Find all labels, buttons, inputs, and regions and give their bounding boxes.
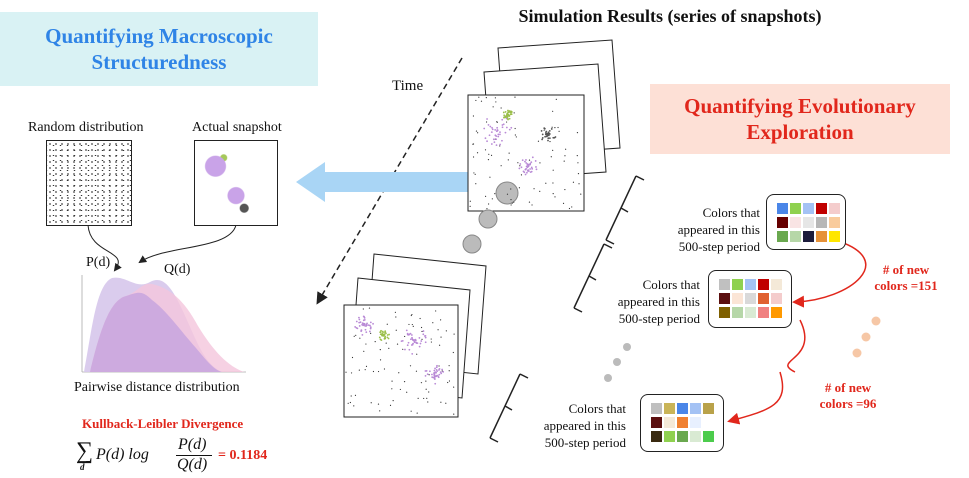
color-swatch	[690, 417, 701, 428]
color-swatch	[790, 217, 801, 228]
new-colors-note-2: # of new colors =96	[819, 380, 877, 411]
comparison-arrow	[296, 162, 470, 202]
color-swatch	[690, 431, 701, 442]
color-swatch	[651, 417, 662, 428]
color-swatch	[816, 231, 827, 242]
color-swatch	[719, 279, 730, 290]
color-swatch	[790, 231, 801, 242]
period-1-text: Colors that appeared in this 500-step pe…	[677, 205, 760, 254]
palette-period-3	[640, 394, 724, 452]
color-swatch	[758, 279, 769, 290]
color-swatch	[664, 417, 675, 428]
progress-ball	[462, 234, 482, 254]
time-label: Time	[392, 78, 424, 94]
color-swatch	[745, 307, 756, 318]
palette-period-2	[708, 270, 792, 328]
color-swatch	[816, 217, 827, 228]
color-swatch	[745, 293, 756, 304]
period-3-text: Colors that appeared in this 500-step pe…	[543, 401, 626, 450]
color-swatch	[703, 431, 714, 442]
random-distribution-image	[46, 140, 132, 226]
kl-formula: ∑ d P(d) log P(d) Q(d) = 0.1184	[76, 436, 268, 473]
kl-value: = 0.1184	[218, 448, 268, 463]
color-swatch	[664, 403, 675, 414]
color-swatch	[803, 217, 814, 228]
color-swatch	[732, 279, 743, 290]
color-swatch	[651, 403, 662, 414]
color-swatch	[664, 431, 675, 442]
color-swatch	[771, 293, 782, 304]
color-swatch	[758, 293, 769, 304]
snapshot-stack-bottom	[343, 253, 487, 418]
color-swatch	[777, 231, 788, 242]
color-swatch	[677, 403, 688, 414]
new-colors-arrow-1	[792, 239, 867, 308]
color-swatch	[829, 231, 840, 242]
color-swatch	[745, 279, 756, 290]
progress-ball	[495, 181, 519, 205]
color-swatch	[777, 217, 788, 228]
new-colors-arrow-2	[727, 371, 784, 425]
pairwise-distance-label: Pairwise distance distribution	[74, 380, 240, 395]
simulation-title: Simulation Results (series of snapshots)	[518, 6, 822, 26]
color-swatch	[719, 307, 730, 318]
kl-divergence-label: Kullback-Leibler Divergence	[82, 416, 244, 431]
color-swatch	[703, 403, 714, 414]
color-swatch	[790, 203, 801, 214]
color-swatch	[816, 203, 827, 214]
color-swatch	[829, 217, 840, 228]
color-swatch	[690, 403, 701, 414]
color-swatch	[771, 307, 782, 318]
p-label: P(d)	[86, 255, 111, 270]
bracket-3	[489, 373, 529, 443]
evo-title: Quantifying Evolutionary Exploration	[684, 94, 916, 144]
palette-period-1	[766, 194, 846, 250]
color-swatch	[703, 417, 714, 428]
color-swatch	[719, 293, 730, 304]
color-swatch	[732, 307, 743, 318]
distance-distribution-chart	[81, 275, 246, 373]
q-label: Q(d)	[164, 262, 191, 277]
new-colors-note-1: # of new colors =151	[874, 262, 938, 293]
color-swatch	[803, 203, 814, 214]
color-swatch	[803, 231, 814, 242]
color-swatch	[758, 307, 769, 318]
bracket-1	[605, 175, 645, 245]
snapshot-stack-top	[467, 39, 621, 212]
color-swatch	[771, 279, 782, 290]
color-swatch	[732, 293, 743, 304]
color-swatch	[677, 417, 688, 428]
random-distribution-label: Random distribution	[28, 120, 144, 135]
macro-title-box: Quantifying Macroscopic Structuredness	[0, 12, 318, 86]
color-swatch	[677, 431, 688, 442]
color-swatch	[777, 203, 788, 214]
period-2-text: Colors that appeared in this 500-step pe…	[617, 277, 700, 326]
color-swatch	[651, 431, 662, 442]
actual-snapshot-label: Actual snapshot	[192, 120, 282, 135]
progress-ball	[478, 209, 498, 229]
actual-snapshot-image	[194, 140, 278, 226]
bracket-2	[573, 243, 613, 313]
evo-title-box: Quantifying Evolutionary Exploration	[650, 84, 950, 154]
color-swatch	[829, 203, 840, 214]
macro-title: Quantifying Macroscopic Structuredness	[45, 24, 273, 74]
